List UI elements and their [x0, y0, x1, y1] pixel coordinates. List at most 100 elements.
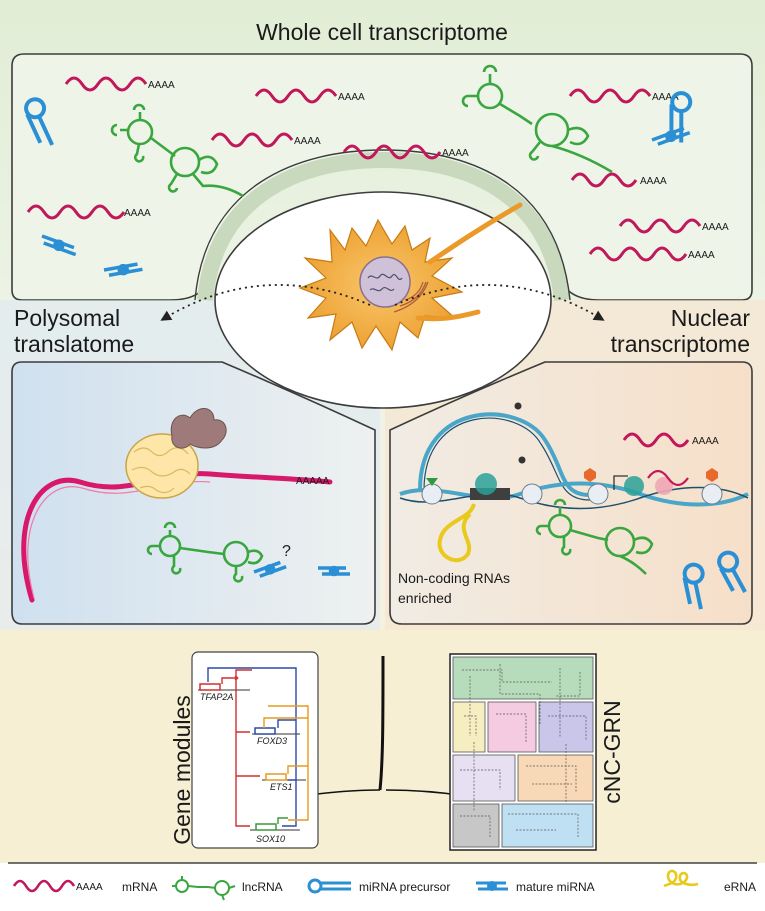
cell-process-1 — [427, 202, 523, 265]
legend-lncrna-label: lncRNA — [242, 880, 283, 894]
mirna-precursor-4 — [717, 550, 747, 593]
polya-tail: AAAA — [124, 208, 151, 219]
polya-tail-long: AAAAA — [296, 476, 330, 487]
legend-mature-mirna-icon — [476, 881, 508, 891]
grn-module-grey — [452, 803, 500, 848]
whole-cell-panel: Whole cell transcriptome — [11, 19, 753, 301]
nucleosome-4 — [701, 483, 723, 505]
bracket-stem — [378, 655, 385, 791]
grn-module-pink — [487, 701, 537, 753]
legend-erna: eRNA — [663, 869, 756, 894]
gene-tfap2a: TFAP2A — [200, 692, 233, 702]
legend-mirna-precursor-icon — [307, 878, 351, 894]
mature-mirna-4 — [253, 560, 287, 578]
cnc-grn: cNC-GRN — [449, 653, 625, 851]
mrna-10: AAAA — [622, 432, 719, 448]
mirna-precursor-1 — [24, 97, 54, 146]
dna-strand — [399, 481, 749, 507]
polya-tail: AAAA — [442, 148, 469, 159]
grn-module-violet — [538, 701, 594, 753]
legend-mirna-precursor-label: miRNA precursor — [359, 880, 450, 894]
legend-mrna-label: mRNA — [122, 880, 157, 894]
grn-module-orange — [517, 754, 594, 802]
legend-polya: AAAA — [76, 882, 103, 893]
polysome: AAAAA ? — [21, 408, 350, 603]
nuclear-title-1: Nuclear — [671, 305, 751, 331]
chromatin — [367, 273, 403, 292]
polysomal-frame — [11, 361, 376, 625]
central-arch-outline — [194, 149, 571, 301]
histone-mark — [426, 478, 438, 486]
nucleosome-1 — [421, 483, 443, 505]
histone-mark-dark-2 — [518, 456, 526, 464]
whole-cell-rnas: AAAA AAAA AAAA AAAA AAAA AAAA AAAA AAAA — [24, 64, 729, 277]
transcription-factor-2 — [624, 476, 644, 496]
mrna-8: AAAA — [618, 218, 729, 234]
histone-mark-orange-1 — [584, 468, 596, 482]
histone-mark-dark-1 — [514, 402, 522, 410]
central-arch — [197, 151, 570, 301]
nucleosome-2 — [521, 483, 543, 505]
lncrna-3 — [146, 521, 264, 583]
legend-lncrna: lncRNA — [172, 876, 283, 901]
whole-cell-title: Whole cell transcriptome — [256, 19, 508, 45]
ribosome — [125, 433, 199, 499]
sox10-regulation — [277, 817, 288, 824]
legend-erna-icon — [663, 869, 699, 888]
gene-ets1: ETS1 — [270, 782, 293, 792]
mrna-9: AAAA — [588, 246, 715, 262]
polysomal-title-1: Polysomal — [14, 305, 120, 331]
dna-strand-2 — [399, 486, 749, 510]
legend-strip — [0, 863, 765, 911]
gene-sox10: SOX10 — [256, 834, 285, 844]
mrna-6: AAAA — [570, 172, 667, 188]
polya-tail: AAAA — [688, 250, 715, 261]
nuclear-frame — [389, 361, 753, 625]
histone-mark-orange-2 — [706, 468, 718, 482]
mature-mirna-3 — [651, 126, 691, 146]
legend: AAAA mRNA lncRNA miRNA precursor mature … — [12, 869, 756, 901]
legend-lncrna-icon — [172, 876, 236, 901]
mature-mirna-5 — [318, 565, 350, 577]
tfap2a-regulation — [221, 669, 260, 827]
polya-tail: AAAA — [702, 222, 729, 233]
nuclear-title-2: transcriptome — [611, 331, 750, 357]
polysomal-title-2: translatome — [14, 331, 134, 357]
arrow-to-polysomal — [160, 284, 371, 321]
translated-mrna — [21, 471, 333, 603]
foxd3-regulation — [207, 667, 297, 827]
legend-mrna-icon — [12, 879, 76, 893]
polya-tail: AAAA — [652, 92, 679, 103]
ets1-box — [265, 773, 287, 781]
grn-module-blue — [501, 803, 594, 848]
grn-module-lavender — [452, 754, 516, 802]
nucleosome-3 — [587, 483, 609, 505]
grn-module-top — [452, 656, 594, 700]
transcription-factor-1 — [475, 473, 497, 495]
gene-modules-title: Gene modules — [169, 695, 195, 845]
noncoding-label-2: enriched — [398, 590, 452, 606]
polya-tail: AAAA — [692, 436, 719, 447]
sox10-box — [255, 823, 277, 831]
grn-title: cNC-GRN — [599, 700, 625, 804]
nascent-peptide — [170, 408, 227, 449]
gene-modules-box — [191, 651, 319, 849]
legend-mature-mirna-label: mature miRNA — [516, 880, 595, 894]
nascent-transcript — [647, 469, 689, 487]
erna-nuclear — [437, 503, 476, 562]
gene-modules: Gene modules TFAP2A FOXD3 ETS1 SOX10 — [169, 651, 319, 849]
lncrna-2 — [461, 64, 613, 174]
mature-mirna-2 — [103, 262, 143, 277]
legend-erna-label: eRNA — [724, 880, 756, 894]
mrna-1: AAAA — [64, 76, 175, 92]
grn-edges — [460, 664, 587, 838]
tss-arrow — [613, 475, 628, 490]
mirna-precursor-3 — [682, 562, 705, 610]
polya-tail: AAAA — [148, 80, 175, 91]
nuclear-contents: AAAA Non-coding RNAs enriched — [398, 402, 749, 610]
mrna-5: AAAA — [342, 144, 469, 160]
grn-module-yellow — [452, 701, 486, 753]
cell-process-2 — [415, 309, 481, 322]
mrna-4: AAAA — [210, 132, 321, 148]
question-mark: ? — [282, 543, 291, 560]
